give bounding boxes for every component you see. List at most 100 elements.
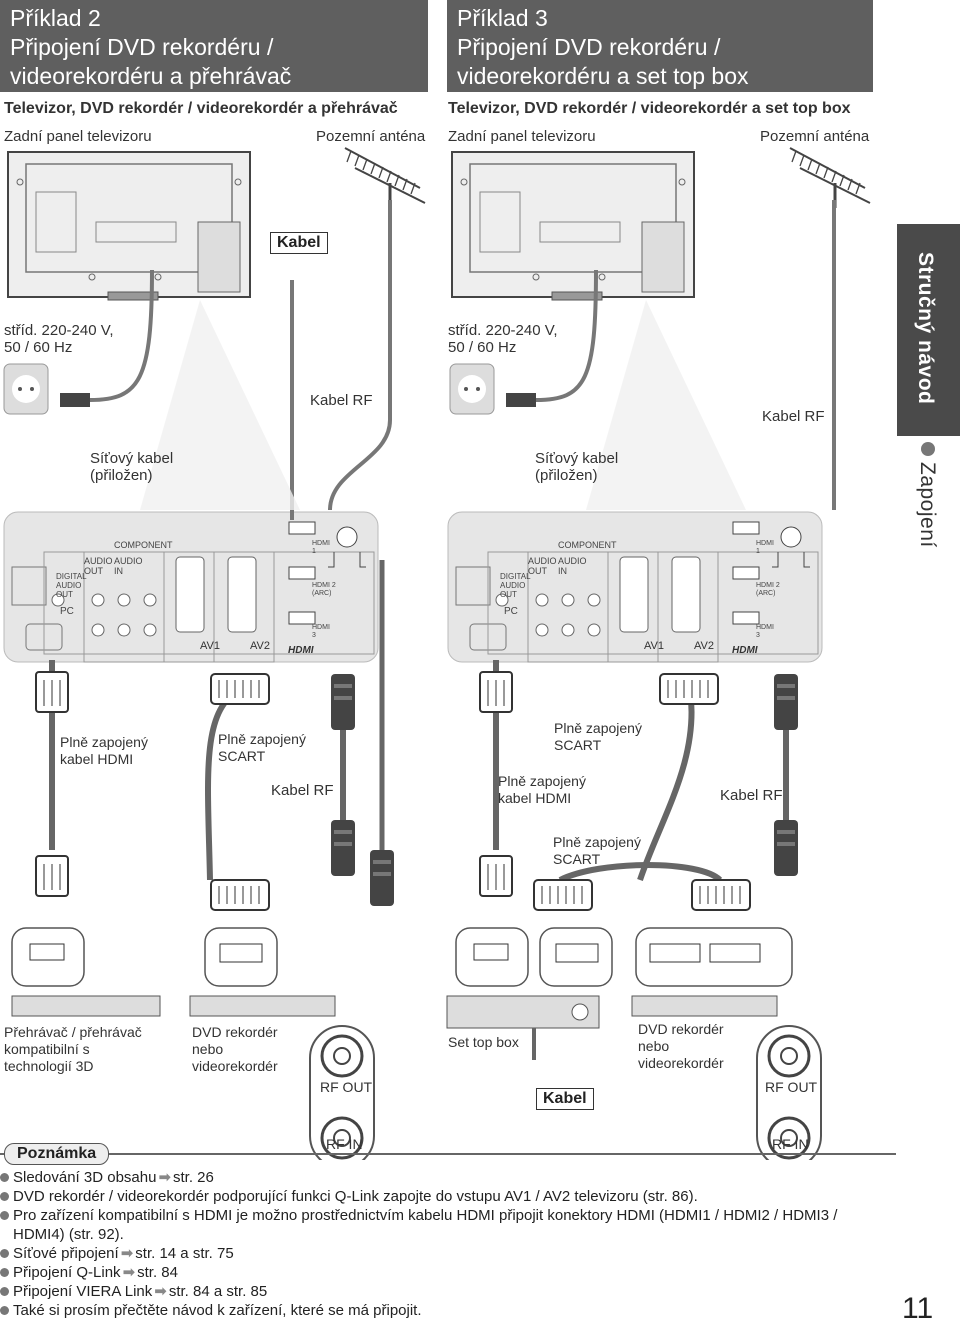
left-pc-label: PC [60, 606, 74, 617]
note-text: Také si prosím přečtěte návod k zařízení… [13, 1302, 422, 1319]
left-hdmi2-label: HDMI 2(ARC) [312, 582, 336, 598]
left-av1-label: AV1 [200, 640, 220, 652]
left-rear-panel-label: Zadní panel televizoru [4, 128, 152, 145]
left-rf-cable-label: Kabel RF [271, 782, 334, 799]
left-rf-cable-top-label: Kabel RF [310, 392, 373, 409]
right-digital-l1: DIGITAL [500, 572, 531, 581]
left-hdmi1-l2: 1 [312, 548, 316, 555]
note-item: Sledování 3D obsahu➡str. 26 [0, 1168, 840, 1187]
right-rf-in-label: RF IN [772, 1136, 809, 1152]
note-item: Také si prosím přečtěte návod k zařízení… [0, 1301, 840, 1320]
right-mains-cable-label: Síťový kabel (přiložen) [535, 450, 618, 484]
left-av2-label: AV2 [250, 640, 270, 652]
right-recorder-line3: videorekordér [638, 1055, 724, 1071]
right-scart-cable-mid-line2: SCART [553, 851, 601, 867]
right-hdmi2-l2: (ARC) [756, 590, 776, 597]
left-mains-line1: stříd. 220-240 V, [4, 322, 114, 339]
right-digital-l3: OUT [500, 590, 517, 599]
right-stb-label: Set top box [448, 1034, 519, 1050]
left-hdmi2-l2: (ARC) [312, 590, 332, 597]
right-mains-label: stříd. 220-240 V, 50 / 60 Hz [448, 322, 558, 356]
note-item: Připojení VIERA Link➡str. 84 a str. 85 [0, 1282, 840, 1301]
right-rf-out-label: RF OUT [765, 1079, 818, 1095]
left-digital-l3: OUT [56, 590, 73, 599]
notes-list: Sledování 3D obsahu➡str. 26 DVD rekordér… [0, 1168, 840, 1320]
section-bullet-icon [921, 442, 935, 456]
right-hdmi-cable-line1: Plně zapojený [498, 773, 586, 789]
left-header: Příklad 2 Připojení DVD rekordéru / vide… [0, 0, 428, 92]
right-scart-cable-top-label: Plně zapojený SCART [554, 720, 642, 754]
left-player-line2: kompatibilní s [4, 1041, 90, 1057]
note-ref: str. 26 [173, 1169, 214, 1186]
arrow-right-icon: ➡ [122, 1264, 136, 1281]
arrow-right-icon: ➡ [158, 1169, 172, 1186]
left-recorder-line1: DVD rekordér [192, 1024, 278, 1040]
right-mains-cable-line2: (přiložen) [535, 467, 598, 484]
left-audio-in-l2: IN [114, 566, 123, 576]
left-antenna-label: Pozemní anténa [316, 128, 426, 145]
right-hdmi-logo: HDMI [732, 645, 758, 656]
right-digital-l2: AUDIO [500, 581, 526, 590]
note-item: Síťové připojení➡str. 14 a str. 75 [0, 1244, 840, 1263]
right-hdmi3-l1: HDMI [756, 624, 774, 631]
left-player-line1: Přehrávač / přehrávač [4, 1024, 142, 1040]
side-tab-label: Stručný návod [914, 252, 937, 405]
right-header-line3: videorekordéru a set top box [457, 63, 749, 89]
left-audio-out-l1: AUDIO [84, 556, 113, 566]
note-text: Síťové připojení [13, 1245, 119, 1262]
right-hdmi3-l2: 3 [756, 632, 760, 639]
section-label: Zapojení [916, 462, 939, 548]
left-hdmi2-l1: HDMI 2 [312, 582, 336, 589]
note-item: Pro zařízení kompatibilní s HDMI je možn… [0, 1206, 840, 1244]
page-number: 11 [902, 1292, 934, 1325]
left-hdmi3-l2: 3 [312, 632, 316, 639]
left-digital-l1: DIGITAL [56, 572, 87, 581]
right-antenna-label: Pozemní anténa [760, 128, 870, 145]
right-audio-in-l1: AUDIO [558, 556, 587, 566]
note-text: DVD rekordér / videorekordér podporující… [13, 1188, 698, 1205]
right-subtitle: Televizor, DVD rekordér / videorekordér … [448, 100, 851, 117]
right-hdmi2-label: HDMI 2(ARC) [756, 582, 780, 598]
right-hdmi-cable-line2: kabel HDMI [498, 790, 572, 806]
left-mains-cable-line1: Síťový kabel [90, 450, 174, 467]
left-digital-l2: AUDIO [56, 581, 82, 590]
right-recorder-label: DVD rekordér nebo videorekordér [638, 1021, 724, 1072]
left-audio-out-l2: OUT [84, 566, 103, 576]
note-text: Připojení VIERA Link [13, 1283, 153, 1300]
right-rf-cable-label: Kabel RF [720, 787, 783, 804]
right-rf-cable-top-label: Kabel RF [762, 408, 825, 425]
right-component-label: COMPONENT [558, 540, 617, 550]
arrow-right-icon: ➡ [120, 1245, 134, 1262]
note-ref: str. 84 [137, 1264, 178, 1281]
right-scart-cable-top-line1: Plně zapojený [554, 720, 642, 736]
left-hdmi-cable-line1: Plně zapojený [60, 734, 148, 750]
left-component-label: COMPONENT [114, 540, 173, 550]
left-recorder-line2: nebo [192, 1041, 224, 1057]
side-tab: Stručný návod [897, 224, 960, 436]
note-ref: str. 14 a str. 75 [135, 1245, 234, 1262]
right-scart-cable-top-line2: SCART [554, 737, 602, 753]
right-hdmi1-l1: HDMI [756, 540, 774, 547]
left-player-line3: technologií 3D [4, 1058, 94, 1074]
left-hdmi-logo: HDMI [288, 645, 314, 656]
right-mains-line2: 50 / 60 Hz [448, 339, 517, 356]
left-recorder-label: DVD rekordér nebo videorekordér [192, 1024, 278, 1075]
left-mains-cable-label: Síťový kabel (přiložen) [90, 450, 173, 484]
left-header-line3: videorekordéru a přehrávač [10, 63, 292, 89]
right-header-line2: Připojení DVD rekordéru / [457, 34, 721, 60]
left-subtitle: Televizor, DVD rekordér / videorekordér … [4, 100, 398, 117]
right-mains-cable-line1: Síťový kabel [535, 450, 619, 467]
right-scart-cable-mid-line1: Plně zapojený [553, 834, 641, 850]
right-header-line1: Příklad 3 [457, 5, 548, 31]
left-hdmi3-l1: HDMI [312, 624, 330, 631]
left-scart-cable-label: Plně zapojený SCART [218, 731, 306, 765]
right-pc-label: PC [504, 606, 518, 617]
notes-divider [0, 1153, 896, 1155]
